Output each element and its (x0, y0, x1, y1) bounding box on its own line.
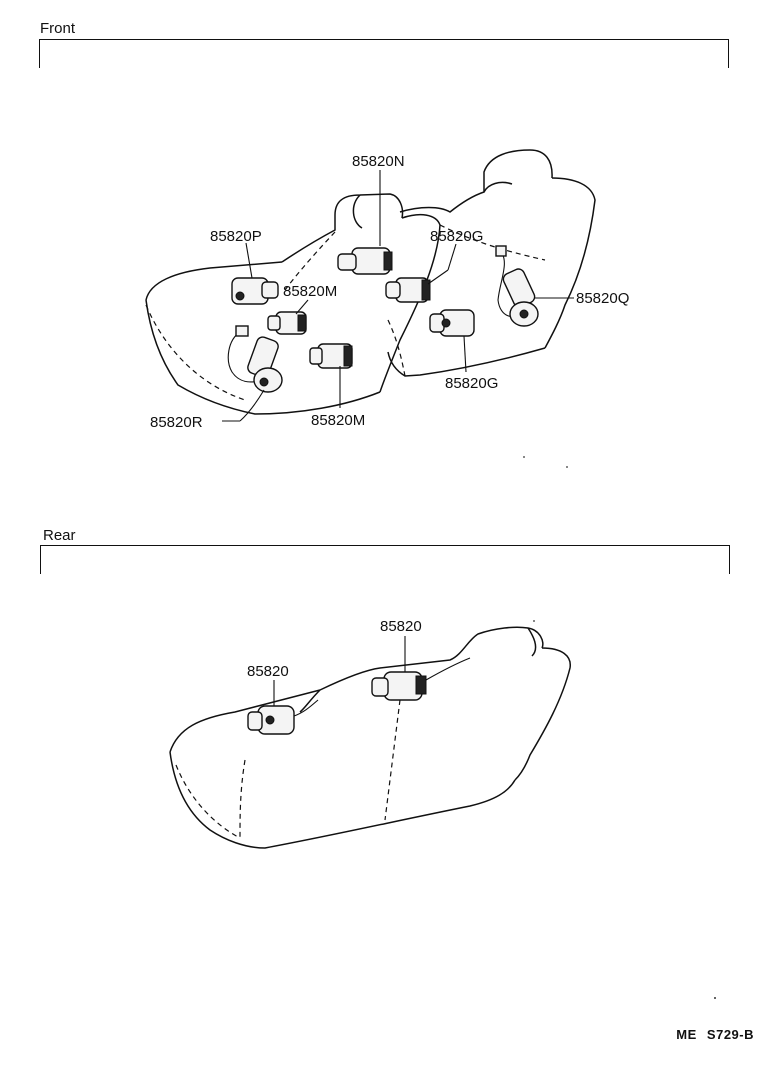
speck-mark (523, 456, 525, 458)
speck-mark (533, 620, 535, 622)
rear-motor-left (247, 699, 319, 735)
rear-section-label: Rear (43, 527, 76, 544)
front-seat-right-outline (387, 149, 596, 377)
callout-85820n: 85820N (352, 153, 405, 170)
callout-rear-left: 85820 (247, 663, 289, 680)
motor-85820q (495, 245, 539, 327)
callout-rear-right: 85820 (380, 618, 422, 635)
callout-85820r: 85820R (150, 414, 203, 431)
rear-section-bracket (40, 545, 730, 574)
document-code-prefix: ME (676, 1027, 697, 1042)
callout-85820q: 85820Q (576, 290, 629, 307)
speck-mark (566, 466, 568, 468)
document-code: ME S729-B (670, 1027, 754, 1042)
motor-85820p (231, 277, 279, 305)
front-leader-lines (222, 170, 574, 422)
motor-85820m-bottom (309, 343, 353, 369)
rear-leader-lines (273, 636, 406, 706)
callout-85820g-bottom: 85820G (445, 375, 498, 392)
callout-85820m-top: 85820M (283, 283, 337, 300)
callout-85820m-bottom: 85820M (311, 412, 365, 429)
motor-85820r (227, 325, 283, 393)
motor-85820m-top (267, 311, 307, 335)
motor-85820g-top (385, 277, 431, 303)
callout-85820g-top: 85820G (430, 228, 483, 245)
front-seat-left-outline (145, 193, 441, 415)
motor-85820g-bottom (429, 309, 475, 337)
callout-85820p: 85820P (210, 228, 262, 245)
document-code-number: S729-B (706, 1027, 754, 1042)
motor-85820n (337, 247, 393, 275)
front-section-bracket (39, 39, 729, 68)
front-section-label: Front (40, 20, 76, 37)
rear-seat-outline (169, 626, 571, 849)
rear-motor-right (371, 657, 471, 701)
speck-mark (714, 997, 716, 999)
